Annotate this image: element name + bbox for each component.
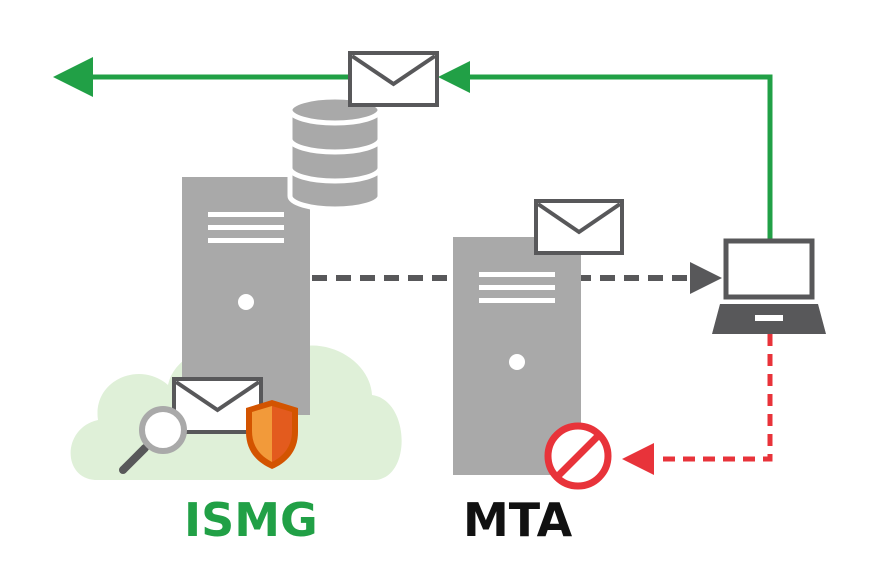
red-blocked-arrow — [622, 334, 773, 475]
envelope-icon — [348, 51, 439, 107]
ismg-server-icon — [182, 177, 310, 415]
dashed-forward-arrow — [312, 262, 722, 294]
laptop-icon — [712, 238, 826, 334]
mta-label: MTA — [463, 493, 573, 547]
envelope-icon — [172, 377, 263, 434]
envelope-icon — [534, 199, 624, 255]
blocked-icon — [544, 422, 612, 490]
magnifier-icon — [119, 406, 187, 474]
green-delivery-arrow — [53, 57, 773, 241]
database-icon — [287, 94, 383, 212]
ismg-label: ISMG — [184, 493, 318, 547]
shield-icon — [246, 400, 298, 469]
